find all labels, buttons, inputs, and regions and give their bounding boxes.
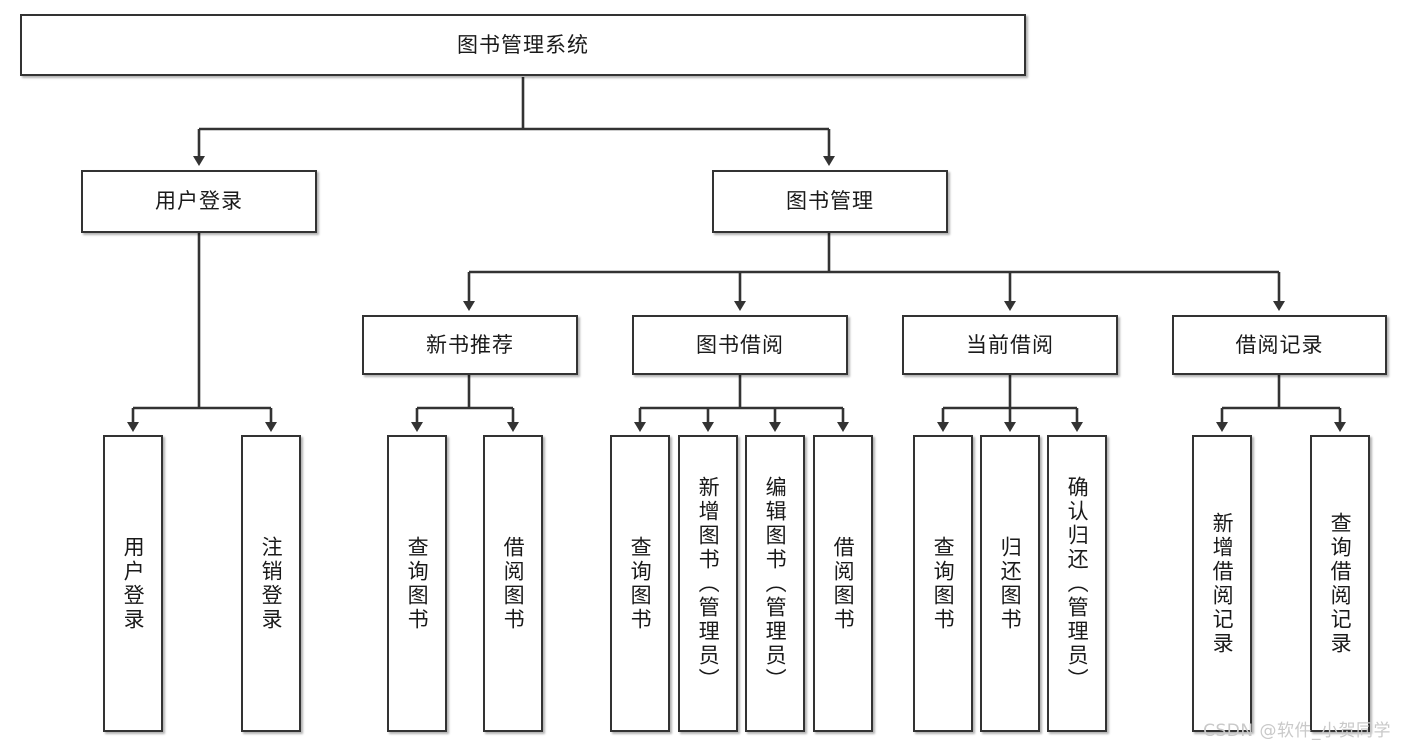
node-leaf-label: 编辑图书（管理员）	[763, 475, 788, 692]
node-leaf-book-borrow-add[interactable]: 新增图书（管理员）	[678, 435, 738, 732]
node-leaf-new-book-query[interactable]: 查询图书	[387, 435, 447, 732]
node-leaf-label: 注销登录	[259, 535, 284, 632]
node-leaf-current-borrow-confirm[interactable]: 确认归还（管理员）	[1047, 435, 1107, 732]
node-leaf-borrow-record-add[interactable]: 新增借阅记录	[1192, 435, 1252, 732]
node-leaf-label: 新增图书（管理员）	[696, 475, 721, 692]
node-book-manage-label: 图书管理	[786, 189, 874, 214]
node-leaf-label: 归还图书	[998, 535, 1023, 632]
node-leaf-book-borrow-query[interactable]: 查询图书	[610, 435, 670, 732]
csdn-watermark: CSDN @软件_小贺同学	[1203, 721, 1391, 741]
node-leaf-label: 新增借阅记录	[1210, 511, 1235, 656]
node-book-borrow[interactable]: 图书借阅	[632, 315, 848, 375]
node-book-borrow-label: 图书借阅	[696, 332, 784, 357]
node-leaf-borrow-record-query[interactable]: 查询借阅记录	[1310, 435, 1370, 732]
node-user-login[interactable]: 用户登录	[81, 170, 317, 233]
node-borrow-record[interactable]: 借阅记录	[1172, 315, 1387, 375]
node-new-book-recommend-label: 新书推荐	[426, 332, 514, 357]
node-leaf-label: 用户登录	[121, 535, 146, 632]
node-root[interactable]: 图书管理系统	[20, 14, 1026, 76]
node-leaf-user-login-logout[interactable]: 注销登录	[241, 435, 301, 732]
node-leaf-label: 确认归还（管理员）	[1065, 475, 1090, 692]
node-leaf-current-borrow-query[interactable]: 查询图书	[913, 435, 973, 732]
node-leaf-user-login-login[interactable]: 用户登录	[103, 435, 163, 732]
node-leaf-label: 查询借阅记录	[1328, 511, 1353, 656]
node-leaf-label: 查询图书	[628, 535, 653, 632]
node-leaf-label: 借阅图书	[831, 535, 856, 632]
node-current-borrow[interactable]: 当前借阅	[902, 315, 1118, 375]
node-leaf-new-book-borrow[interactable]: 借阅图书	[483, 435, 543, 732]
node-user-login-label: 用户登录	[155, 189, 243, 214]
node-leaf-label: 查询图书	[405, 535, 430, 632]
node-new-book-recommend[interactable]: 新书推荐	[362, 315, 578, 375]
node-leaf-current-borrow-return[interactable]: 归还图书	[980, 435, 1040, 732]
node-book-manage[interactable]: 图书管理	[712, 170, 948, 233]
node-current-borrow-label: 当前借阅	[966, 332, 1054, 357]
node-leaf-book-borrow-edit[interactable]: 编辑图书（管理员）	[745, 435, 805, 732]
node-leaf-label: 查询图书	[931, 535, 956, 632]
node-borrow-record-label: 借阅记录	[1235, 332, 1324, 357]
node-leaf-label: 借阅图书	[501, 535, 526, 632]
node-leaf-book-borrow-borrow[interactable]: 借阅图书	[813, 435, 873, 732]
node-root-label: 图书管理系统	[457, 32, 589, 57]
